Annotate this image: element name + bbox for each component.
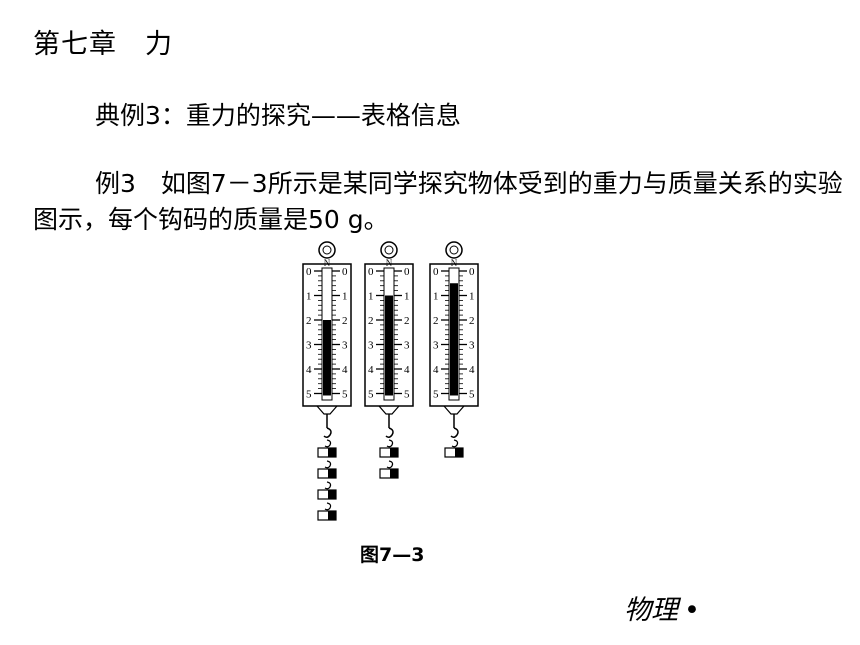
balance-body <box>429 263 479 407</box>
example-title: 典例3：重力的探究——表格信息 <box>95 101 461 130</box>
scale-label-right: 5 <box>469 389 475 401</box>
balance-ring <box>380 241 398 259</box>
scale-label-right: 1 <box>469 291 475 303</box>
unit-label: N <box>451 258 458 268</box>
weight-hook <box>451 439 459 448</box>
scale-label-right: 1 <box>404 291 410 303</box>
scale-label-right: 5 <box>342 389 348 401</box>
weight-shade <box>390 469 398 478</box>
balance-ring-inner <box>322 245 332 255</box>
figure-spring-balances: N 0 0 1 1 2 2 3 3 4 4 5 5 N 0 0 1 1 2 2 3 3 4 4 5 5 N 0 0 1 1 2 2 3 3 4 4 5 5 <box>295 238 495 538</box>
balance-body <box>302 263 352 407</box>
footer-dot: • <box>684 595 700 626</box>
balance-body <box>364 263 414 407</box>
balance-tube <box>321 267 333 401</box>
scale-label-right: 0 <box>342 266 348 278</box>
problem-text: 例3 如图7－3所示是某同学探究物体受到的重力与质量关系的实验图示，每个钩码的质… <box>33 169 843 234</box>
figure-caption: 图7—3 <box>360 544 425 566</box>
hook <box>385 427 394 439</box>
scale-label-right: 2 <box>469 315 475 327</box>
scale-label-right: 2 <box>342 315 348 327</box>
scale-label-right: 4 <box>404 364 410 376</box>
scale-label-left: 4 <box>368 364 374 376</box>
scale-label-left: 5 <box>368 389 374 401</box>
weight-hook <box>324 502 332 511</box>
weight-shade <box>328 469 336 478</box>
scale-label-right: 4 <box>342 364 348 376</box>
scale-label-left: 1 <box>433 291 439 303</box>
balance-ring <box>318 241 336 259</box>
scale-label-left: 1 <box>368 291 374 303</box>
balance-neck <box>316 405 338 415</box>
unit-label: N <box>324 258 331 268</box>
unit-label: N <box>386 258 393 268</box>
balance-tube <box>448 267 460 401</box>
scale-label-right: 2 <box>404 315 410 327</box>
scale-label-right: 4 <box>469 364 475 376</box>
scale-label-left: 2 <box>433 315 439 327</box>
weight-shade <box>455 448 463 457</box>
scale-label-left: 3 <box>433 340 439 352</box>
scale-label-left: 1 <box>306 291 312 303</box>
scale-label-left: 0 <box>306 266 312 278</box>
scale-label-left: 2 <box>368 315 374 327</box>
scale-label-left: 4 <box>433 364 439 376</box>
footer: 物理• <box>624 588 700 627</box>
weight-hook <box>386 460 394 469</box>
weight-shade <box>328 490 336 499</box>
scale-label-right: 1 <box>342 291 348 303</box>
hook <box>323 427 332 439</box>
spring-indicator <box>323 320 331 396</box>
weight-hook <box>324 481 332 490</box>
balance-neck <box>443 405 465 415</box>
scale-label-right: 5 <box>404 389 410 401</box>
scale-label-right: 3 <box>342 340 348 352</box>
scale-label-left: 4 <box>306 364 312 376</box>
scale-label-left: 5 <box>306 389 312 401</box>
balance-neck <box>378 405 400 415</box>
balance-ring <box>445 241 463 259</box>
chapter-heading: 第七章 力 <box>33 29 173 60</box>
scale-label-left: 0 <box>433 266 439 278</box>
scale-label-left: 3 <box>368 340 374 352</box>
scale-label-left: 3 <box>306 340 312 352</box>
weight-shade <box>328 511 336 520</box>
scale-label-left: 5 <box>433 389 439 401</box>
scale-label-right: 0 <box>404 266 410 278</box>
balance-ring-inner <box>449 245 459 255</box>
balance-ring-inner <box>384 245 394 255</box>
hook <box>450 427 459 439</box>
scale-label-right: 3 <box>404 340 410 352</box>
weight-hook <box>386 439 394 448</box>
spring-indicator <box>385 295 393 396</box>
spring-indicator <box>450 283 458 396</box>
weight-hook <box>324 439 332 448</box>
balance-tube <box>383 267 395 401</box>
scale-label-left: 0 <box>368 266 374 278</box>
footer-label: 物理 <box>624 595 678 626</box>
weight-hook <box>324 460 332 469</box>
scale-label-left: 2 <box>306 315 312 327</box>
scale-label-right: 3 <box>469 340 475 352</box>
scale-label-right: 0 <box>469 266 475 278</box>
weight-shade <box>328 448 336 457</box>
weight-shade <box>390 448 398 457</box>
